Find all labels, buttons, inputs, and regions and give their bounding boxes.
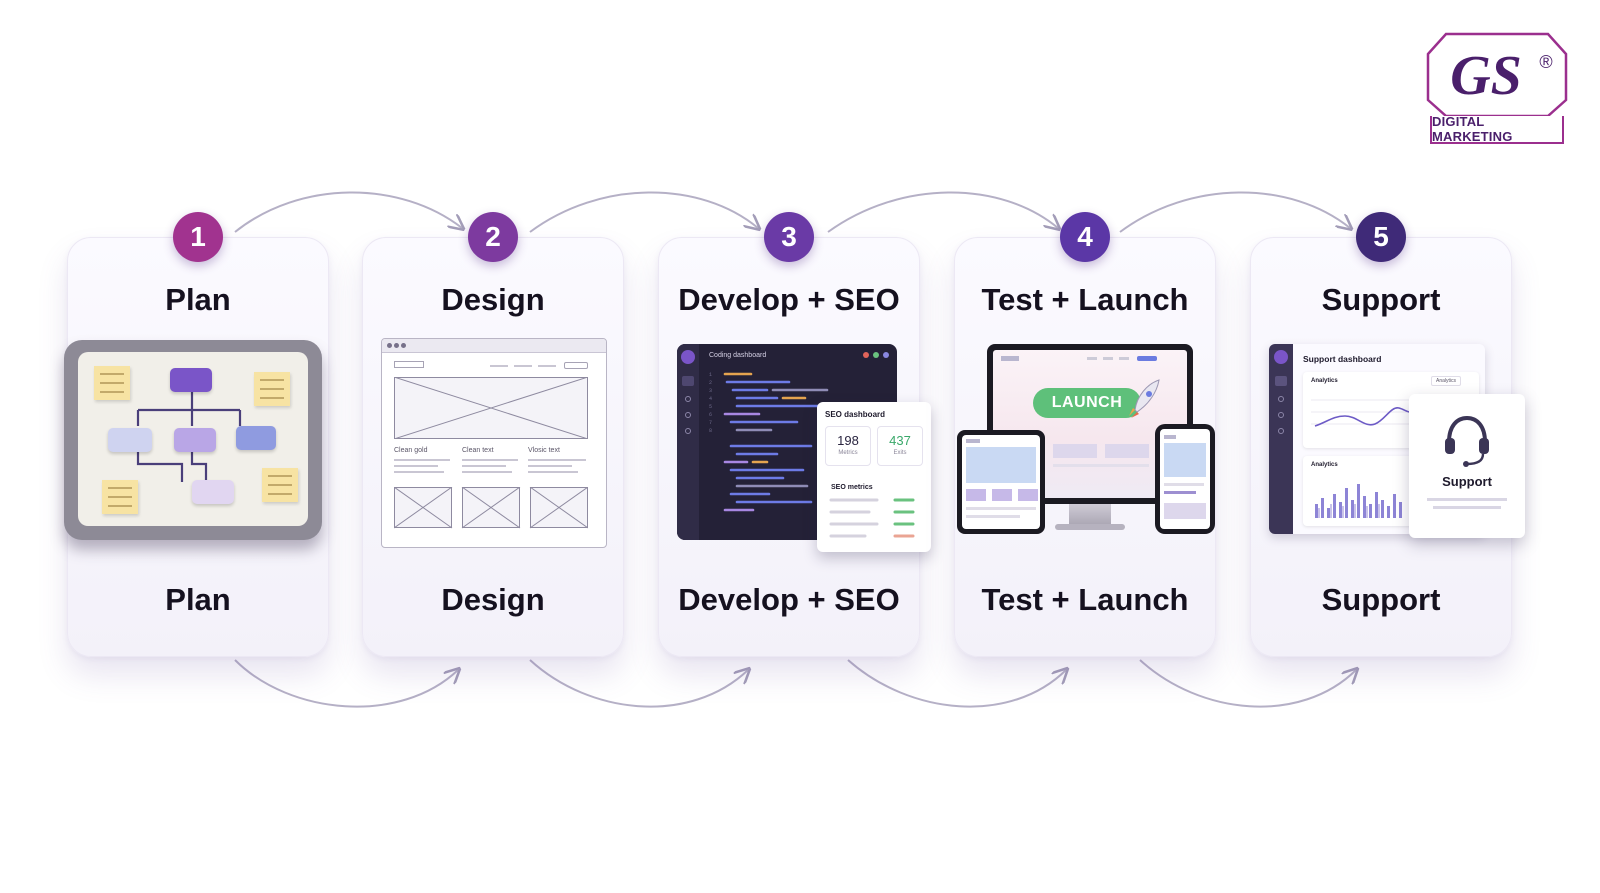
flow-node [108,428,152,452]
step-title: Design [441,282,545,317]
line-chart-icon [1311,399,1421,427]
step-number-badge: 3 [764,212,814,262]
flow-node [192,480,234,504]
code-lines: 1 2 3 4 5 6 7 8 [709,372,829,512]
step-caption: Test + Launch [981,582,1189,617]
flow-node [174,428,216,452]
step-number-badge: 2 [468,212,518,262]
code-window-title: Coding dashboard [709,352,767,359]
svg-text:3: 3 [709,388,712,394]
support-card-label: Support [1442,474,1492,489]
step-card-plan: 1 Plan Plan [64,212,329,657]
analytics-title: Analytics [1311,462,1338,468]
metric-label: Exits [893,450,907,456]
svg-text:4: 4 [709,396,712,402]
step-caption: Support [1321,582,1441,617]
flow-node [236,426,276,450]
step-title: Plan [165,282,231,317]
step-number-badge: 1 [173,212,223,262]
step-title: Develop + SEO [678,282,900,317]
arrow-top-1-2 [234,191,462,233]
step-card-launch: 4 Test + Launch LAUNCH [954,212,1216,657]
step-title: Test + Launch [981,282,1189,317]
logo-hexagon: GS ® [1426,32,1568,118]
logo-tagline: DIGITAL MARKETING [1430,114,1564,144]
wire-label: Clean text [462,447,494,454]
plan-illustration [64,338,328,558]
step-title: Support [1321,282,1441,317]
flow-node [170,368,212,392]
smartphone-icon [1155,424,1215,534]
sticky-note-icon [94,366,130,400]
step-card-design: 2 Design Clean gold Clean text Vlosic te… [362,212,624,657]
launch-button: LAUNCH [1033,388,1141,418]
step-caption: Plan [165,582,231,617]
monitor-stand [1069,504,1111,526]
headset-icon [1445,415,1489,467]
metric-label: Metrics [838,450,858,456]
whiteboard-icon [64,340,322,540]
svg-text:6: 6 [709,412,712,418]
image-placeholder-icon [394,377,588,439]
sticky-note-icon [254,372,290,406]
metric-card: 437 Exits [877,426,923,466]
support-card: Support [1409,394,1525,538]
seo-dashboard-title: SEO dashboard [825,410,886,419]
develop-illustration: Coding dashboard 1 2 3 4 [659,338,931,558]
logo-mark: GS [1450,45,1522,107]
arrow-bottom-2-3 [529,659,748,708]
analytics-dropdown: Analytics [1431,376,1462,386]
svg-text:5: 5 [709,404,712,410]
monitor-base [1055,524,1125,530]
wireframe-window: Clean gold Clean text Vlosic text [381,338,607,548]
wire-label: Clean gold [394,447,428,454]
arrow-top-2-3 [529,191,758,233]
svg-text:7: 7 [709,420,712,426]
tablet-icon [957,430,1045,534]
svg-text:1: 1 [709,372,712,378]
svg-text:8: 8 [709,428,712,434]
step-number-badge: 4 [1060,212,1110,262]
analytics-panel: Analytics Analytics [1303,372,1479,448]
seo-dashboard-card: SEO dashboard 198 Metrics 437 Exits SEO … [817,402,931,552]
rocket-icon [1129,379,1160,418]
arrow-bottom-3-4 [847,659,1066,708]
support-illustration: Support dashboard Analytics Analytics An… [1251,338,1525,558]
step-card-support: 5 Support Support dashboard Analytics An… [1250,212,1525,657]
wire-label: Vlosic text [528,447,560,454]
design-illustration: Clean gold Clean text Vlosic text [363,338,623,558]
brand-logo: GS ® DIGITAL MARKETING [1426,30,1568,146]
seo-metrics-title: SEO metrics [831,484,873,491]
sticky-note-icon [102,480,138,514]
arrow-top-3-4 [827,191,1058,233]
step-caption: Develop + SEO [678,582,900,617]
arrow-top-4-5 [1119,191,1350,233]
launch-illustration: LAUNCH [955,338,1215,558]
bar-chart-icon [1315,484,1402,518]
metric-card: 198 Metrics [825,426,871,466]
analytics-title: Analytics [1311,378,1338,384]
svg-text:2: 2 [709,380,712,386]
support-dashboard-title: Support dashboard [1303,354,1382,364]
arrow-bottom-1-2 [234,659,458,708]
image-placeholder-icon [394,487,588,529]
step-card-develop: 3 Develop + SEO Coding dashboard [658,212,931,657]
step-number-badge: 5 [1356,212,1406,262]
step-caption: Design [441,582,545,617]
metric-value: 437 [889,433,911,448]
arrow-bottom-4-5 [1139,659,1356,708]
sticky-note-icon [262,468,298,502]
metric-value: 198 [837,433,859,448]
registered-mark: ® [1539,52,1552,72]
